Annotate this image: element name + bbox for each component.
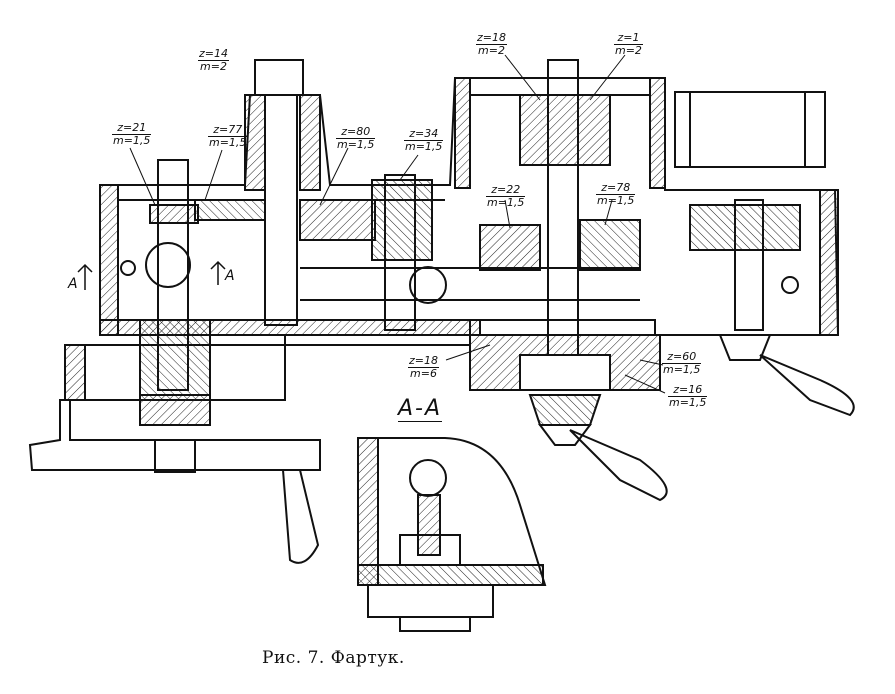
gear-z78-module: m=1,5: [597, 194, 635, 207]
gear-label-z78: z=78 m=1,5: [596, 182, 636, 207]
gear-z80: [299, 199, 376, 241]
gear-z16-module: m=1,5: [669, 396, 707, 409]
middle-lever: [569, 429, 668, 502]
gear-label-z1: z=1 m=2: [614, 32, 643, 57]
gear-z34: [371, 179, 433, 261]
gear-z77: [194, 199, 266, 221]
top-shaft-cap: [254, 59, 304, 96]
left-lever: [281, 469, 320, 564]
right-cylinder: [674, 91, 826, 168]
gear-label-z14: z=14 m=2: [198, 48, 229, 73]
gear-label-z18-m2: z=18 m=2: [476, 32, 507, 57]
right-gear: [689, 204, 801, 251]
section-marker-left: A: [68, 276, 78, 292]
gear-z34-teeth: z=34: [404, 128, 444, 141]
right-lever: [759, 354, 855, 417]
gear-label-z22: z=22 m=1,5: [486, 184, 526, 209]
worm-wheel-z18: [519, 94, 611, 166]
gear-z22: [479, 224, 541, 271]
gear-z21-module: m=1,5: [113, 134, 151, 147]
gear-label-z16: z=16 m=1,5: [668, 384, 708, 409]
section-detail: [357, 437, 547, 586]
section-title: А-А: [398, 396, 443, 422]
gear-z60-module: m=1,5: [663, 363, 701, 376]
gear-label-z77: z=77 m=1,5: [208, 124, 248, 149]
figure-caption: Рис. 7. Фартук.: [262, 648, 405, 668]
shaft-z14: [264, 94, 298, 326]
handwheel-rim: [28, 399, 321, 471]
gear-label-z18-m6: z=18 m=6: [408, 355, 439, 380]
gear-z78-teeth: z=78: [596, 182, 636, 195]
gear-z60-teeth: z=60: [662, 351, 702, 364]
gear-z18-teeth: z=18: [476, 31, 507, 45]
gear-z34-module: m=1,5: [405, 140, 443, 153]
gear-z22-module: m=1,5: [487, 196, 525, 209]
gear-label-z80: z=80 m=1,5: [336, 126, 376, 151]
section-marker-right: A: [225, 268, 235, 284]
gear-z18m6-teeth: z=18: [408, 354, 439, 368]
gear-label-z60: z=60 m=1,5: [662, 351, 702, 376]
gear-z14-teeth: z=14: [198, 47, 229, 61]
gear-z1-module: m=2: [615, 44, 642, 57]
gear-z22-teeth: z=22: [486, 184, 526, 197]
gear-z78: [579, 219, 641, 271]
gear-label-z21: z=21 m=1,5: [112, 122, 152, 147]
gear-z21: [149, 204, 199, 224]
gear-z18-module: m=2: [478, 44, 505, 57]
gear-z77-teeth: z=77: [208, 124, 248, 137]
gear-z77-module: m=1,5: [209, 136, 247, 149]
shaft-right: [734, 199, 764, 331]
gear-label-z34: z=34 m=1,5: [404, 128, 444, 153]
gear-z18m6-module: m=6: [410, 367, 437, 380]
gear-z16-teeth: z=16: [668, 384, 708, 397]
gear-z80-teeth: z=80: [336, 126, 376, 139]
gear-z21-teeth: z=21: [112, 122, 152, 135]
gear-z80-module: m=1,5: [337, 138, 375, 151]
gear-z14-module: m=2: [200, 60, 227, 73]
gear-z1-teeth: z=1: [614, 32, 643, 45]
